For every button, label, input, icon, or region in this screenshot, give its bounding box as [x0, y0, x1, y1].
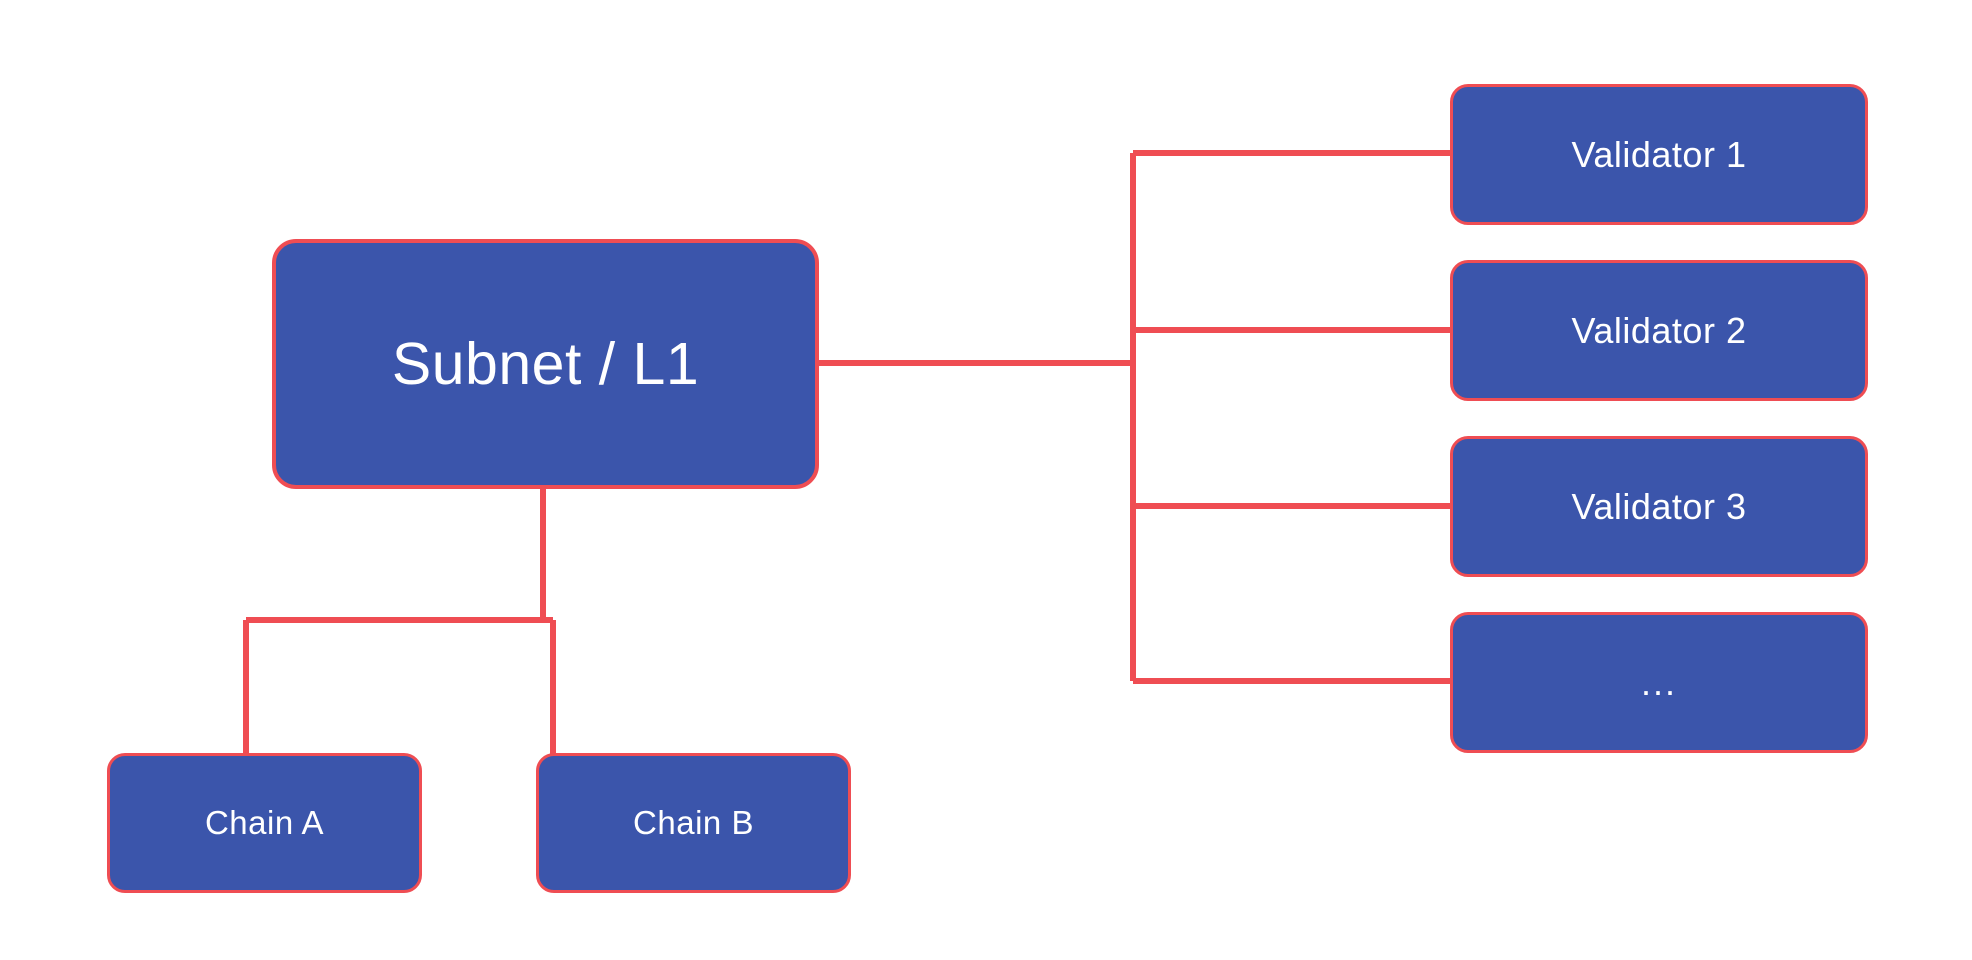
node-subnet-l1[interactable]: Subnet / L1	[272, 239, 819, 489]
node-validator-2[interactable]: Validator 2	[1450, 260, 1868, 401]
node-chain-b-label: Chain B	[633, 803, 754, 841]
node-chain-b[interactable]: Chain B	[536, 753, 851, 893]
node-validator-1-label: Validator 1	[1571, 133, 1747, 175]
node-validator-1[interactable]: Validator 1	[1450, 84, 1868, 225]
node-validator-3-label: Validator 3	[1571, 485, 1747, 527]
node-validator-ellipsis[interactable]: ...	[1450, 612, 1868, 753]
node-subnet-l1-label: Subnet / L1	[391, 330, 700, 397]
node-chain-a-label: Chain A	[204, 803, 325, 841]
node-validator-2-label: Validator 2	[1571, 309, 1747, 351]
node-chain-a[interactable]: Chain A	[107, 753, 422, 893]
node-validator-ellipsis-label: ...	[1640, 661, 1677, 703]
node-validator-3[interactable]: Validator 3	[1450, 436, 1868, 577]
